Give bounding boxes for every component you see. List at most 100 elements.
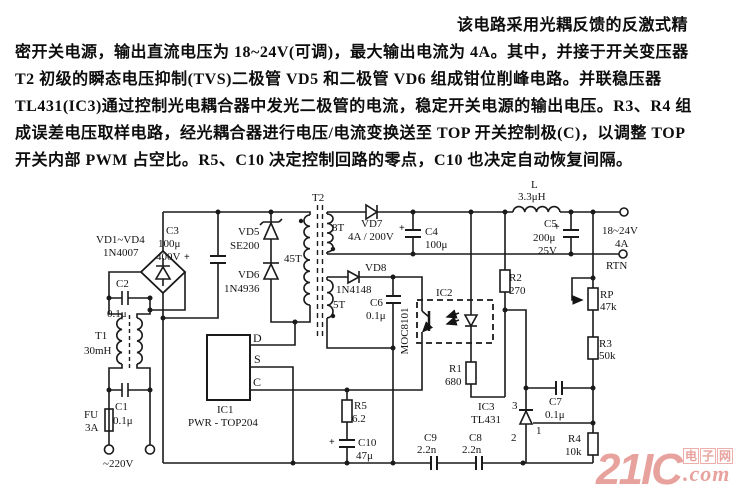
t1-value: 30mH [84, 345, 112, 357]
ic3-pin3: 3 [512, 400, 518, 412]
c7-value: 0.1μ [545, 409, 565, 421]
capacitor-c7-icon [555, 381, 563, 395]
polarity-dot [298, 218, 304, 224]
r3-value: 50k [599, 350, 616, 362]
bridge-inner-diode-icon [154, 258, 172, 286]
c5-value: 200μ [533, 232, 556, 244]
junction-dots [106, 209, 596, 466]
c8-label: C8 [469, 432, 482, 444]
ic1-top204-box [206, 334, 251, 401]
resistor-r3-icon [587, 336, 599, 360]
c10-polarity: + [329, 437, 335, 448]
l-label: L [531, 179, 538, 191]
led-icon [463, 314, 479, 328]
ic1-pin-c: C [253, 375, 261, 389]
ac-input-label: ~220V [103, 458, 133, 470]
c2-label: C2 [116, 278, 129, 290]
resistor-r4-icon [587, 432, 599, 456]
light-arrows-icon [445, 309, 460, 326]
t2-primary-turns: 45T [284, 253, 302, 265]
vd6-part: 1N4936 [224, 283, 260, 295]
vd5-label: VD5 [238, 226, 260, 238]
bridge-part: 1N4007 [103, 247, 139, 259]
ic3-pin1: 1 [536, 425, 542, 437]
r5-label: R5 [354, 400, 367, 412]
c6-label: C6 [370, 297, 383, 309]
c5-rating: 25V [538, 245, 557, 257]
c6-value: 0.1μ [366, 310, 386, 322]
diode-vd8-icon [347, 269, 361, 285]
c9-value: 2.2n [417, 444, 437, 456]
polarity-dot [330, 313, 336, 319]
fuse-icon [104, 406, 114, 434]
capacitor-c8-icon [475, 456, 483, 470]
fuse-label: FU [84, 409, 98, 421]
tl431-icon [518, 409, 534, 425]
tvs-diode-vd5-icon [259, 218, 283, 240]
c4-value: 100μ [425, 239, 448, 251]
r4-value: 10k [565, 446, 582, 458]
description-line: T2 初级的瞬态电压抑制(TVS)二极管 VD5 和二极管 VD6 组成钳位削峰… [15, 71, 662, 88]
capacitor-c6-icon [386, 295, 401, 304]
ic2-part: MOC8101 [399, 307, 411, 354]
vd5-part: SE200 [230, 240, 260, 252]
output-rtn: RTN [606, 260, 627, 272]
c7-label: C7 [549, 396, 562, 408]
t1-label: T1 [95, 330, 107, 342]
vd7-label: VD7 [361, 218, 383, 230]
capacitor-c9-icon [430, 456, 438, 470]
resistor-r1-icon [465, 361, 477, 385]
c3-label: C3 [166, 225, 179, 237]
resistor-r2-icon [499, 269, 511, 293]
capacitor-c10-icon [339, 439, 355, 448]
c5-label: C5 [544, 218, 557, 230]
t2-label: T2 [312, 192, 324, 204]
ac-terminal-icon [144, 444, 156, 455]
description-line: 密开关电源，输出直流电压为 18~24V(可调)，最大输出电流为 4A。其中，并… [15, 44, 689, 61]
c3-polarity: + [184, 252, 190, 263]
description-line: 成误差电压取样电路，经光耦合器进行电压/电流变换送至 TOP 开关控制极(C)，… [15, 125, 686, 142]
description-line: TL431(IC3)通过控制光电耦合器中发光二极管的电流，稳定开关电源的输出电压… [15, 98, 692, 115]
capacitor-c5-icon [563, 229, 579, 238]
vd6-label: VD6 [238, 269, 260, 281]
polarity-dot [330, 246, 336, 252]
r2-label: R2 [509, 272, 522, 284]
description-line: 该电路采用光耦反馈的反激式精 [457, 17, 689, 34]
ic2-label: IC2 [436, 287, 453, 299]
output-current: 4A [615, 238, 629, 250]
ac-terminal-icon [103, 444, 115, 455]
dc-output-terminal-icon [619, 207, 629, 217]
capacitor-c2-icon [121, 291, 129, 305]
r5-value: 6.2 [352, 413, 366, 425]
component-symbols [103, 203, 629, 470]
component-labels: VD1~VD4 1N4007 C2 0.1μ T1 30mH C 1 0.1μ F… [84, 179, 638, 470]
c3-rating: 400V [156, 251, 181, 263]
potentiometer-rp-icon [587, 287, 599, 311]
r1-value: 680 [445, 376, 462, 388]
diode-vd7-icon [365, 203, 379, 221]
capacitor-c1-icon [121, 383, 129, 397]
c4-label: C4 [425, 226, 438, 238]
circuit-description: 该电路采用光耦反馈的反激式精 密开关电源，输出直流电压为 18~24V(可调)，… [15, 12, 739, 174]
c9-label: C9 [424, 432, 437, 444]
c10-value: 47μ [356, 450, 373, 462]
c5-polarity: + [554, 222, 560, 233]
ic1-part: PWR - TOP204 [188, 417, 258, 429]
vd8-label: VD8 [365, 262, 387, 274]
r4-label: R4 [568, 433, 581, 445]
ic1-pin-d: D [253, 331, 262, 345]
fuse-rating: 3A [85, 422, 99, 434]
l-value: 3.3μH [518, 191, 546, 203]
t2-core-icon [316, 205, 324, 336]
bridge-label: VD1~VD4 [96, 234, 145, 246]
ic1-label: IC1 [217, 404, 234, 416]
vd7-rating: 4A / 200V [348, 231, 394, 243]
rtn-terminal-icon [618, 249, 628, 259]
output-voltage: 18~24V [602, 225, 638, 237]
c10-label: C10 [358, 437, 377, 449]
c4-polarity: + [399, 223, 405, 234]
c3-value: 100μ [158, 238, 181, 250]
phototransistor-icon [421, 310, 434, 333]
ic3-part: TL431 [471, 414, 501, 426]
